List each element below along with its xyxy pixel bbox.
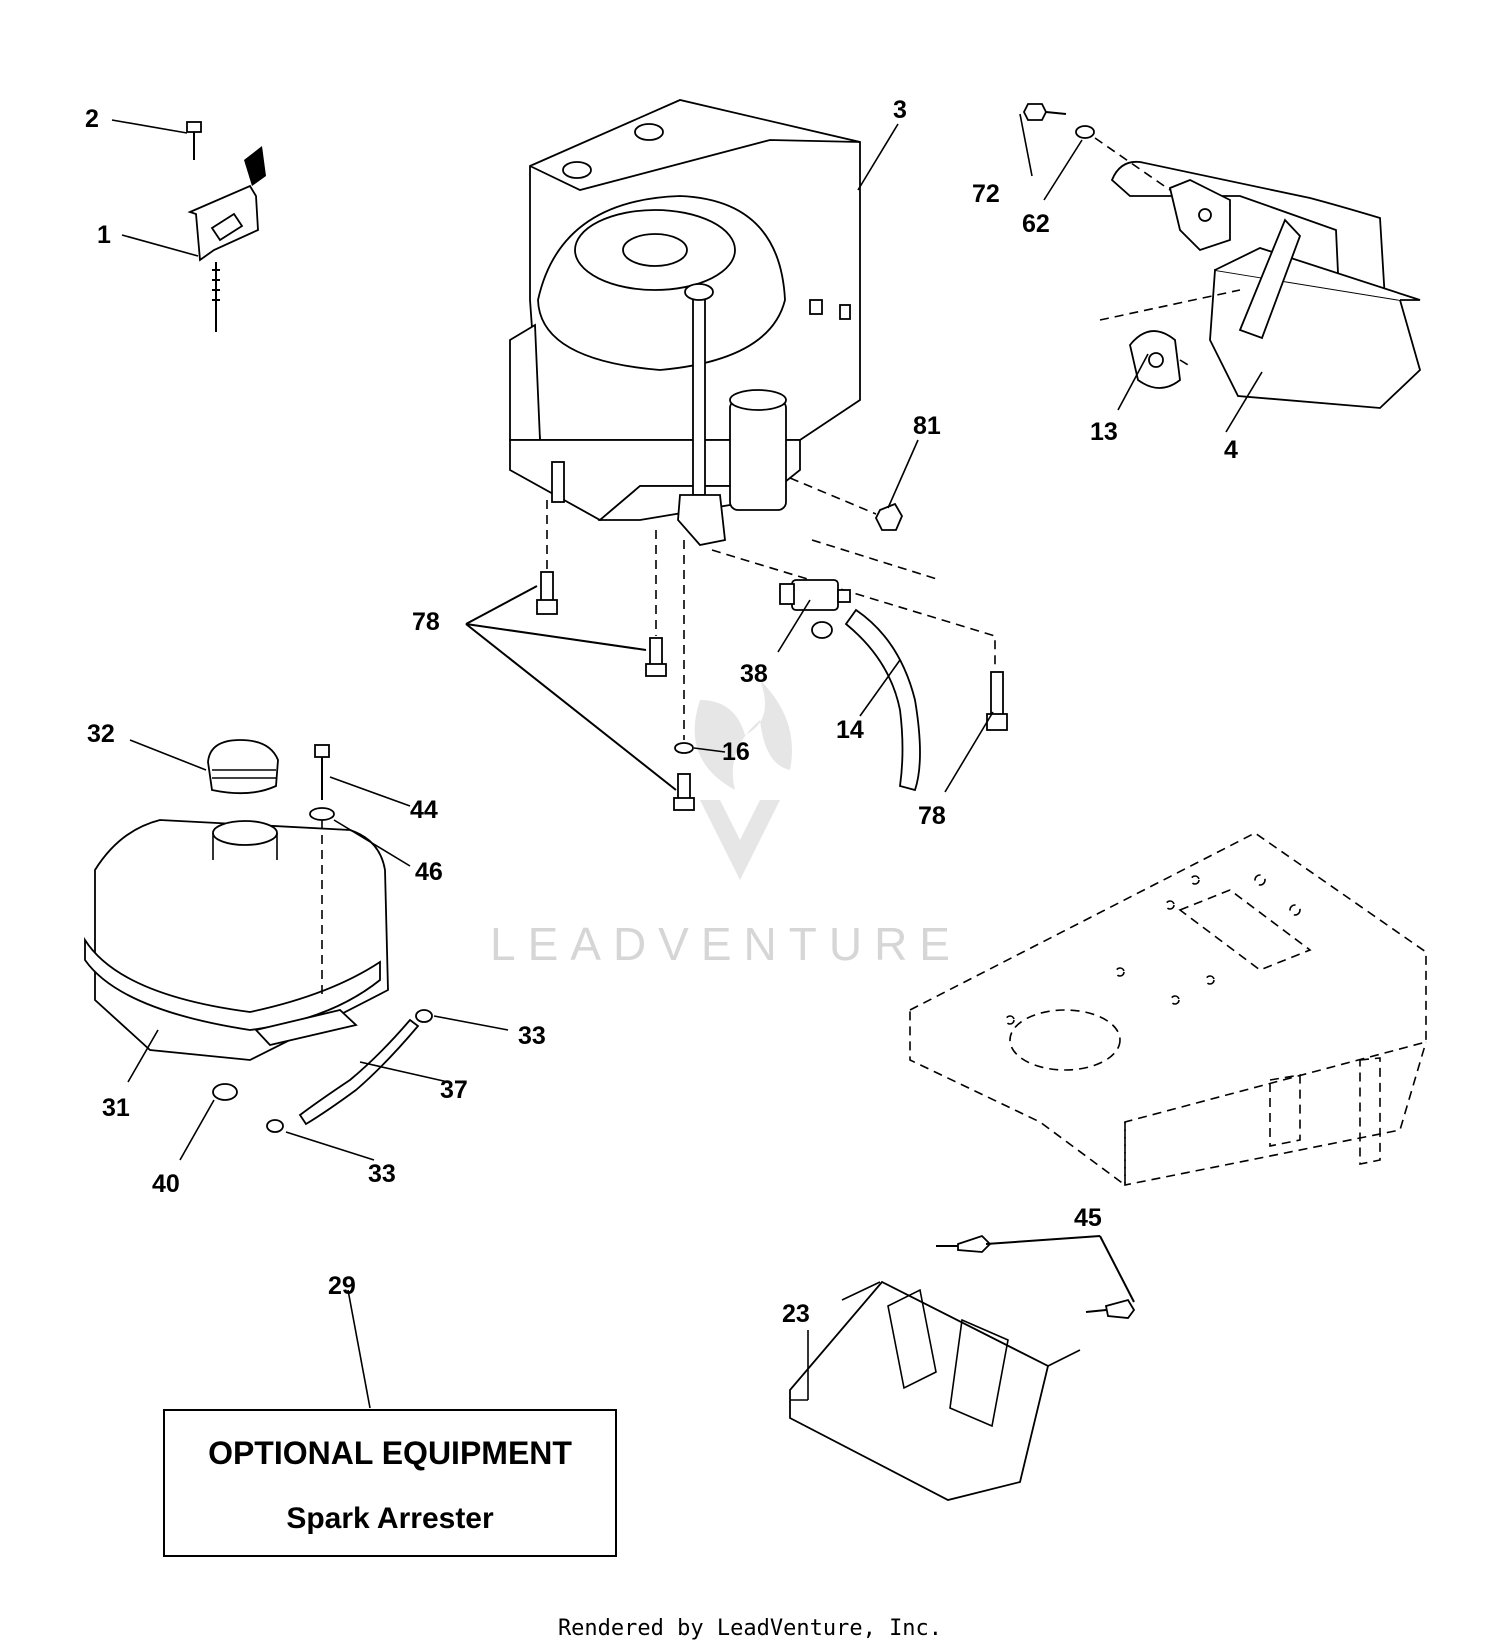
watermark-logo: LEADVENTURE: [490, 680, 962, 970]
optional-equipment-box: OPTIONAL EQUIPMENT Spark Arrester: [163, 1409, 617, 1557]
callout-81: 81: [913, 412, 941, 440]
callout-62: 62: [1022, 210, 1050, 238]
muffler-drawing: [1022, 103, 1422, 409]
callout-45: 45: [1074, 1204, 1102, 1232]
fuel-tank-drawing: [84, 739, 433, 1133]
callout-29: 29: [328, 1272, 356, 1300]
callout-32: 32: [87, 720, 115, 748]
callout-16: 16: [722, 738, 750, 766]
callout-33-upper: 33: [518, 1022, 546, 1050]
callout-23: 23: [782, 1300, 810, 1328]
callout-72: 72: [972, 180, 1000, 208]
callout-14: 14: [836, 716, 864, 744]
callout-13: 13: [1090, 418, 1118, 446]
optional-equipment-title: OPTIONAL EQUIPMENT: [208, 1435, 572, 1471]
throttle-control-drawing: [186, 121, 266, 332]
callout-37: 37: [440, 1076, 468, 1104]
callout-4: 4: [1224, 436, 1238, 464]
callout-78-left: 78: [412, 608, 440, 636]
callout-38: 38: [740, 660, 768, 688]
callout-46: 46: [415, 858, 443, 886]
engine-drawing: [509, 99, 861, 546]
callout-78-right: 78: [918, 802, 946, 830]
chassis-drawing: [909, 832, 1427, 1187]
callout-31: 31: [102, 1094, 130, 1122]
engine-mounting-hardware-drawing: [536, 477, 1008, 811]
rendered-by-footer: Rendered by LeadVenture, Inc.: [558, 1616, 942, 1641]
callout-44: 44: [410, 796, 438, 824]
engine-plate-drawing: [789, 1234, 1136, 1501]
optional-equipment-subtitle: Spark Arrester: [286, 1502, 494, 1535]
callout-1: 1: [97, 221, 111, 249]
callout-3: 3: [893, 96, 907, 124]
leader-lines: [111, 113, 1263, 1409]
callout-2: 2: [85, 105, 99, 133]
callout-labels: 2 1 3 72 62 13 4 81 78 38 14 16 78 32 44…: [85, 96, 1238, 1328]
watermark-text: LEADVENTURE: [490, 918, 962, 970]
callout-33-lower: 33: [368, 1160, 396, 1188]
callout-40: 40: [152, 1170, 180, 1198]
